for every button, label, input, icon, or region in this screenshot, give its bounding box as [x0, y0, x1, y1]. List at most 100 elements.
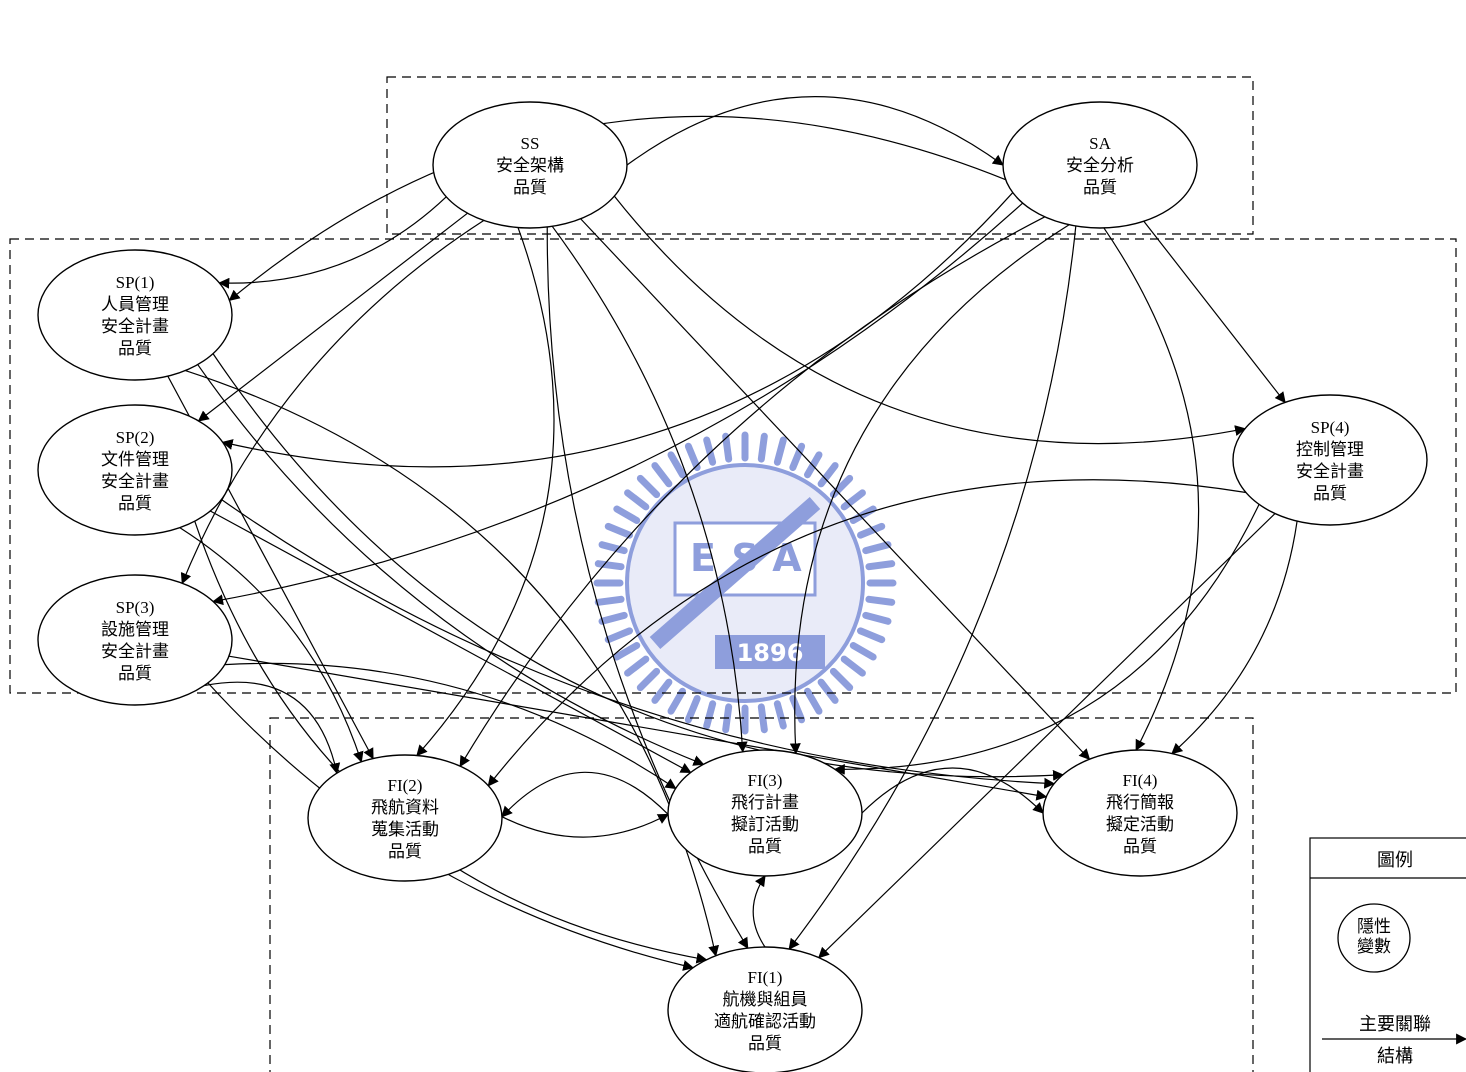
relation-arrow [179, 527, 364, 763]
node-label: 品質 [388, 842, 422, 861]
node-label: FI(4) [1123, 771, 1158, 790]
legend-latent-label: 變數 [1357, 937, 1391, 956]
relation-arrow [416, 227, 555, 757]
seal-tooth [757, 703, 768, 734]
node-label: 安全架構 [496, 156, 564, 175]
node-ellipse [1042, 749, 1238, 877]
relation-arrow [197, 364, 705, 766]
legend-latent-ellipse [1337, 903, 1411, 973]
relation-arrow [204, 681, 341, 775]
seal-tooth [856, 627, 886, 644]
seal-tooth [613, 505, 641, 524]
seal-tooth [865, 595, 896, 606]
legend-latent-label: 隱性 [1357, 917, 1391, 936]
node-label: 安全計畫 [101, 642, 169, 661]
seal-tooth [594, 595, 625, 606]
relation-arrow [752, 875, 766, 948]
node-label: 安全分析 [1066, 156, 1134, 175]
node-label: 擬訂活動 [731, 815, 799, 834]
seal-tooth [598, 611, 628, 625]
relation-arrow [1171, 521, 1298, 755]
seal-tooth [804, 451, 823, 479]
node-label: 安全計畫 [1296, 462, 1364, 481]
node-ellipse [37, 249, 233, 381]
node-ellipse [667, 749, 863, 877]
seal-tooth [865, 560, 896, 571]
seal-tooth [773, 436, 787, 466]
node-label: 品質 [1083, 178, 1117, 197]
legend-relation-label: 主要關聯 [1359, 1014, 1431, 1034]
relation-arrow [1103, 227, 1200, 752]
relation-arrow [218, 196, 447, 289]
seal-tooth [703, 700, 717, 730]
relation-arrow [818, 513, 1276, 959]
node-label: 文件管理 [101, 450, 169, 469]
node-label: 安全計畫 [101, 317, 169, 336]
node-label: SA [1089, 134, 1111, 153]
seal-tooth [722, 432, 733, 463]
node-label: 品質 [1313, 484, 1347, 503]
seal-tooth [667, 687, 686, 715]
relation-arrow [501, 771, 669, 818]
seal-tooth [849, 642, 877, 661]
relation-arrow [180, 219, 485, 585]
seal-tooth [856, 522, 886, 539]
node-ellipse [1232, 394, 1428, 526]
node-label: 飛行簡報 [1106, 793, 1174, 812]
relation-arrow [833, 504, 1260, 775]
node-label: 品質 [748, 837, 782, 856]
node-layer: SS安全架構品質SA安全分析品質SP(1)人員管理安全計畫品質SP(2)文件管理… [37, 101, 1428, 1072]
seal-tooth [817, 462, 839, 488]
seal-tooth [624, 655, 650, 677]
relation-arrow [228, 655, 1048, 801]
node-ellipse [432, 101, 628, 229]
seal-letter: A [772, 536, 802, 580]
node-label: 品質 [513, 178, 547, 197]
relation-arrow [789, 224, 1070, 755]
relation-arrow [212, 202, 1024, 606]
relation-arrow [613, 195, 1247, 445]
seal-tooth [840, 655, 866, 677]
node-label: 人員管理 [101, 295, 169, 314]
seal-tooth [604, 627, 634, 644]
node-label: 控制管理 [1296, 440, 1364, 459]
node-label: 品質 [118, 339, 152, 358]
seal-tooth [773, 700, 787, 730]
seal-tooth [651, 678, 673, 704]
node-label: 適航確認活動 [714, 1012, 816, 1031]
node-label: 擬定活動 [1106, 815, 1174, 834]
node-label: SP(1) [116, 273, 155, 292]
relation-arrow [221, 192, 1014, 468]
legend: 圖例 隱性 變數 主要關聯 結構 [1309, 837, 1466, 1072]
node-label: 航機與組員 [723, 990, 808, 1009]
seal-tooth [829, 474, 854, 499]
node-label: SP(3) [116, 598, 155, 617]
seal-year: 1896 [737, 639, 804, 667]
seal-tooth [636, 474, 661, 499]
relation-arrow [788, 225, 1077, 950]
relation-arrow [224, 662, 677, 790]
seal-tooth [651, 462, 673, 488]
node-label: 設施管理 [101, 620, 169, 639]
relation-arrow [580, 218, 1091, 761]
seal-tooth [817, 678, 839, 704]
seal-tooth [862, 611, 892, 625]
node-label: FI(1) [748, 968, 783, 987]
node-ellipse [37, 404, 233, 536]
seal-tooth [757, 432, 768, 463]
seal-tooth [789, 442, 806, 472]
node-ellipse [307, 754, 503, 882]
node-label: SP(2) [116, 428, 155, 447]
node-label: 品質 [118, 494, 152, 513]
node-label: 品質 [1123, 837, 1157, 856]
node-label: 品質 [748, 1034, 782, 1053]
node-label: FI(2) [388, 776, 423, 795]
